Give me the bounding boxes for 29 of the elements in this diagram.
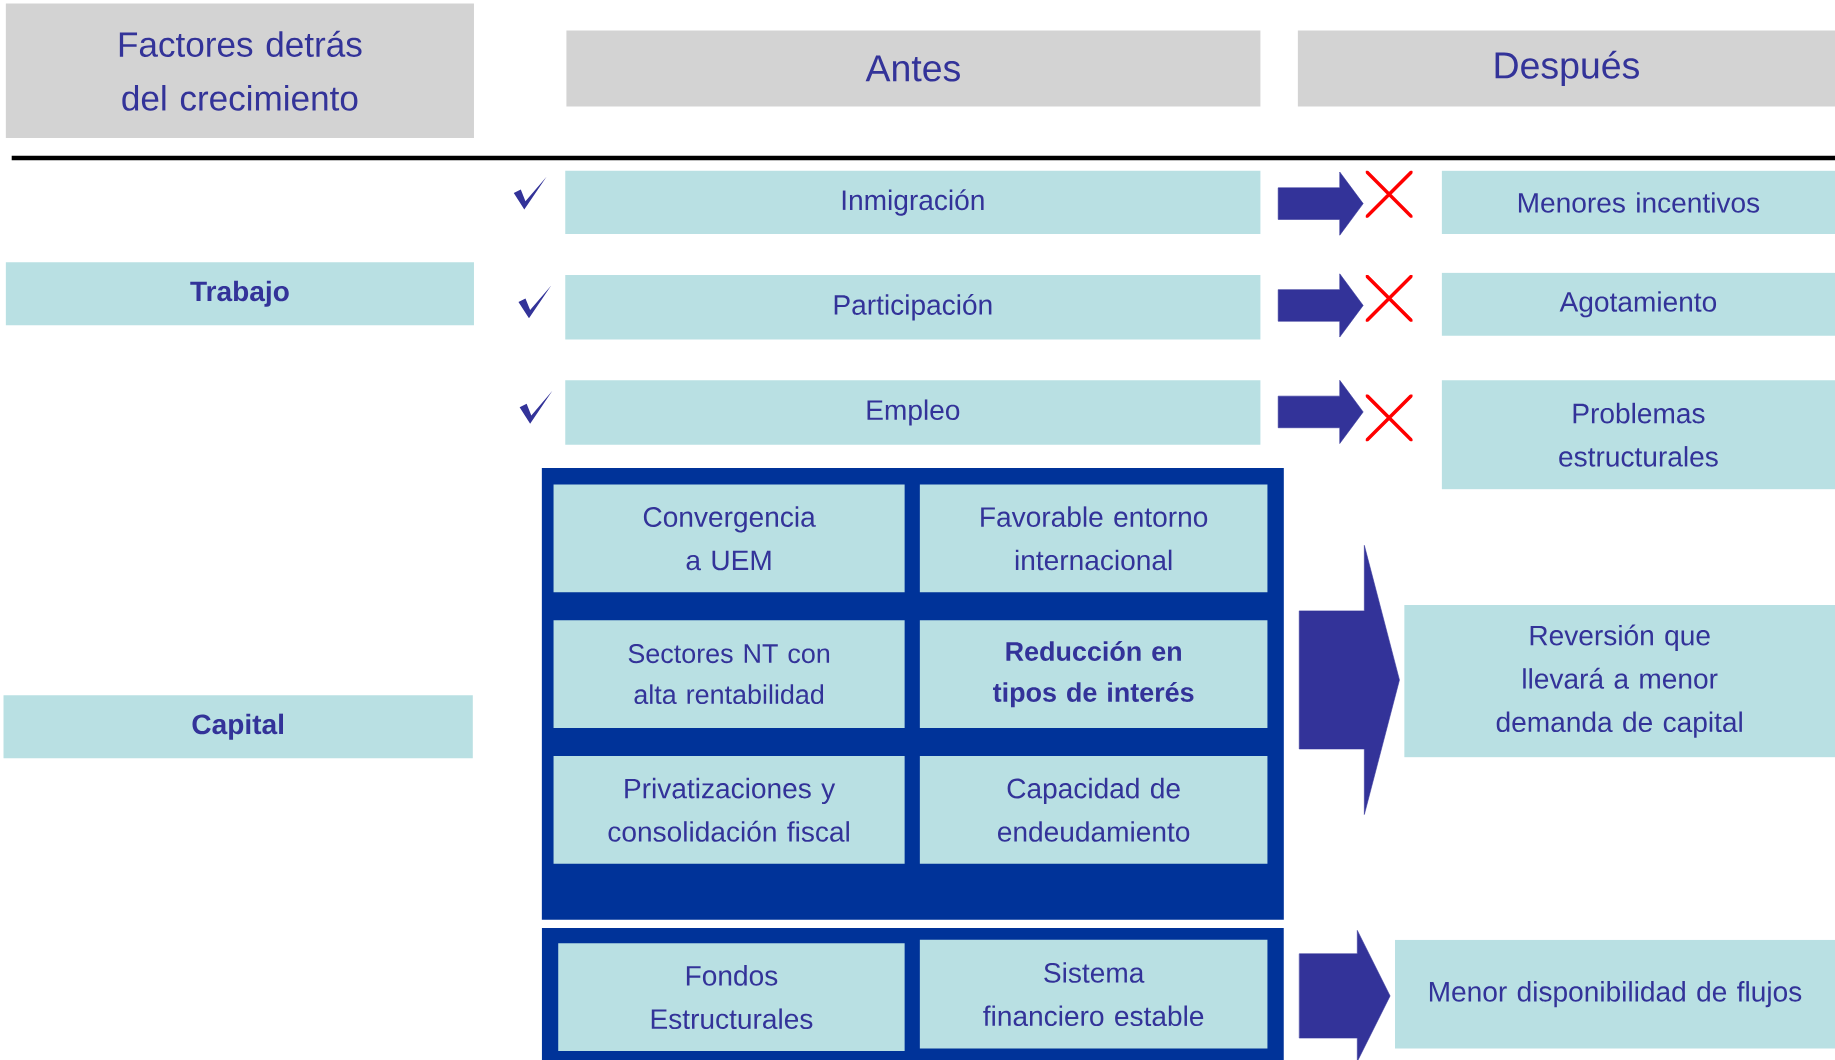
factor-box: Sistema financiero estable — [919, 939, 1268, 1049]
header-box: Después — [1297, 30, 1835, 107]
category-box: Trabajo — [5, 262, 474, 326]
factor-box: Convergencia a UEM — [553, 484, 905, 592]
factor-box: Sectores NT con alta rentabilidad — [553, 620, 905, 728]
factor-box: Capacidad de endeudamiento — [919, 755, 1268, 864]
block-arrow — [1277, 273, 1364, 338]
factor-box: Fondos Estructurales — [558, 943, 905, 1051]
outcome-box: Agotamiento — [1441, 272, 1835, 336]
factor-box: Reducción en tipos de interés — [919, 620, 1268, 728]
outcome-box: Menores incentivos — [1441, 170, 1835, 234]
block-arrow — [1277, 171, 1364, 236]
factor-box: Empleo — [565, 380, 1261, 445]
header-box: Antes — [566, 30, 1261, 107]
cross-mark-icon — [1365, 394, 1413, 442]
outcome-box: Menor disponibilidad de flujos — [1395, 939, 1835, 1049]
category-box: Capital — [3, 695, 473, 759]
factor-box: Participación — [565, 274, 1261, 340]
factor-box: Favorable entorno internacional — [919, 484, 1268, 592]
block-arrow — [1277, 379, 1364, 444]
block-arrow — [1298, 929, 1391, 1060]
outcome-box: Problemas estructurales — [1441, 380, 1835, 490]
cross-mark-icon — [1365, 274, 1413, 322]
outcome-box: Reversión que llevará a menor demanda de capital — [1404, 604, 1835, 758]
cross-mark-icon — [1365, 170, 1413, 218]
block-arrow — [1298, 544, 1400, 815]
factor-box: Privatizaciones y consolidación fiscal — [553, 755, 905, 864]
header-box: Factores detrás del crecimiento — [5, 3, 474, 138]
factor-box: Inmigración — [565, 170, 1261, 234]
